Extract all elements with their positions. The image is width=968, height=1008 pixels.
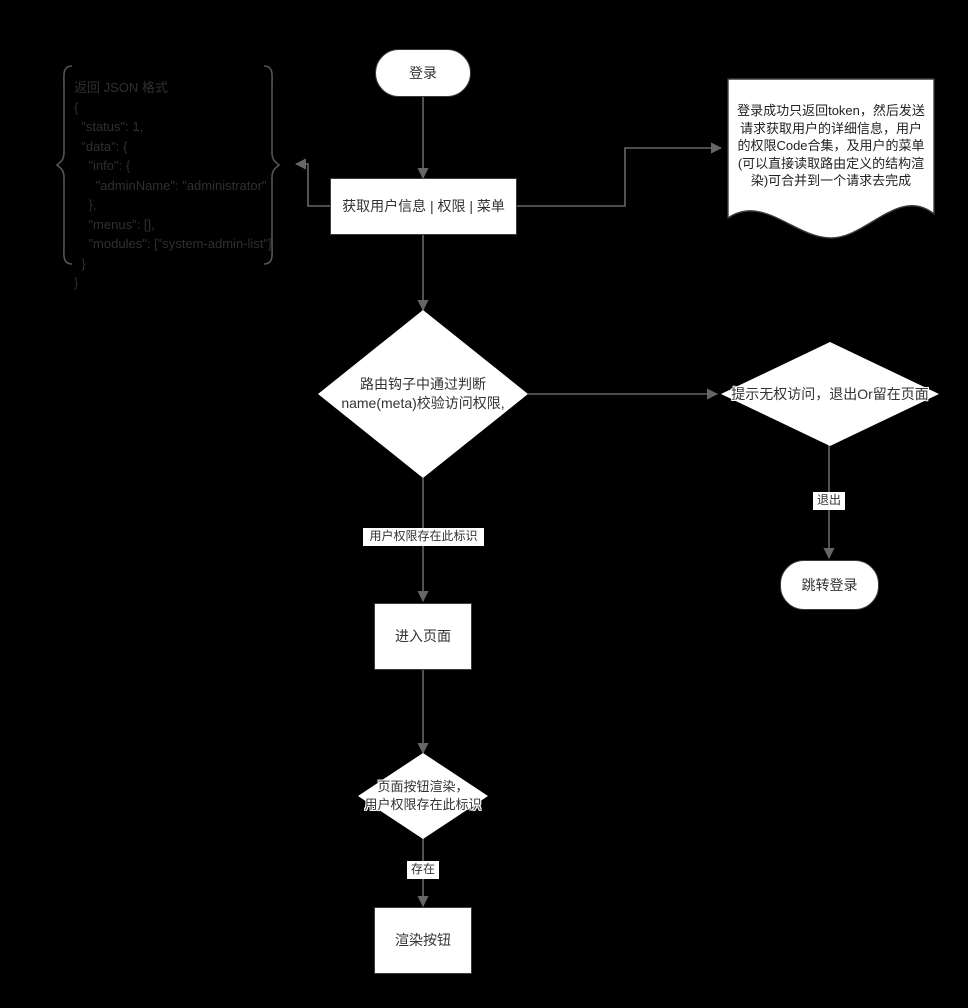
node-no-permission[interactable]: 提示无权访问，退出Or留在页面 [721, 342, 939, 446]
node-button-render[interactable]: 页面按钮渲染， 用户权限存在此标识 [358, 753, 488, 839]
edge-label-logout: 退出 [813, 492, 845, 510]
edge-fetch-to-json-note [294, 158, 330, 207]
node-enter-page[interactable]: 进入页面 [374, 603, 472, 670]
node-login[interactable]: 登录 [375, 49, 471, 97]
edge-fetch-to-login-note [517, 142, 723, 207]
edge-label-has-permission: 用户权限存在此标识 [363, 528, 484, 546]
node-login-note-text: 登录成功只返回token，然后发送请求获取用户的详细信息，用户的权限Code合集… [737, 103, 925, 189]
node-render-button[interactable]: 渲染按钮 [374, 907, 472, 974]
node-redirect-login-label: 跳转登录 [801, 576, 858, 593]
node-redirect-login[interactable]: 跳转登录 [780, 560, 879, 610]
node-login-label: 登录 [409, 64, 437, 81]
brace-shape [56, 65, 280, 265]
edge-label-exists: 存在 [407, 861, 439, 879]
node-no-permission-label: 提示无权访问，退出Or留在页面 [731, 385, 929, 402]
json-note-text: 返回 JSON 格式 { "status": 1, "data": { "inf… [74, 80, 272, 290]
node-render-button-label: 渲染按钮 [395, 932, 451, 949]
node-fetch-user-info-label: 获取用户信息 | 权限 | 菜单 [342, 198, 505, 215]
document-shape [727, 78, 935, 239]
node-enter-page-label: 进入页面 [395, 628, 451, 645]
node-fetch-user-info[interactable]: 获取用户信息 | 权限 | 菜单 [330, 178, 517, 235]
node-route-guard[interactable]: 路由钩子中通过判断 name(meta)校验访问权限, [318, 310, 528, 478]
node-button-render-label: 页面按钮渲染， 用户权限存在此标识 [364, 779, 482, 812]
node-json-note: 返回 JSON 格式 { "status": 1, "data": { "inf… [56, 64, 280, 290]
node-login-note: 登录成功只返回token，然后发送请求获取用户的详细信息，用户的权限Code合集… [727, 78, 935, 242]
node-route-guard-label: 路由钩子中通过判断 name(meta)校验访问权限, [341, 376, 505, 411]
